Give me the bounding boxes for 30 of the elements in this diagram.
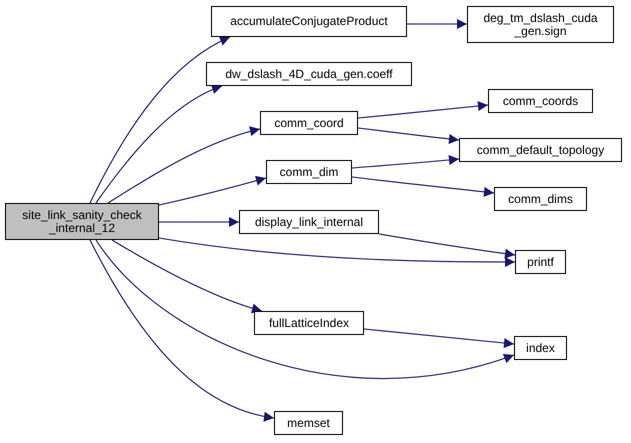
function-box: comm_dim [266,160,352,184]
call-arrow [352,176,494,197]
function-box: fullLatticeIndex [254,311,364,335]
call-arrow [90,36,230,204]
call-arrow [158,237,515,267]
call-arrow [90,240,274,422]
function-box: memset [274,411,343,435]
focus-function-box: site_link_sanity_check _internal_12 [5,203,159,240]
call-arrow [352,155,460,169]
call-arrow [158,176,266,206]
call-arrow [364,328,514,348]
call-arrow [112,240,262,314]
function-box: comm_coord [260,111,358,135]
call-arrow [358,127,460,144]
call-arrow [96,240,514,380]
function-box: comm_default_topology [459,138,622,162]
call-arrow [96,84,222,204]
function-box: comm_dims [494,187,587,211]
call-arrow [358,101,488,119]
function-box: index [514,336,567,360]
function-box: dw_dslash_4D_cuda_gen.coeff [206,62,412,86]
function-box: printf [515,250,566,274]
call-arrow [159,217,239,227]
function-box: display_link_internal [239,210,379,234]
function-box: deg_tm_dslash_cuda _gen.sign [467,6,614,43]
function-box: accumulateConjugateProduct [211,6,407,37]
call-arrow [108,126,260,204]
call-arrow [378,233,516,259]
function-box: comm_coords [488,89,593,113]
call-arrow [407,19,467,29]
